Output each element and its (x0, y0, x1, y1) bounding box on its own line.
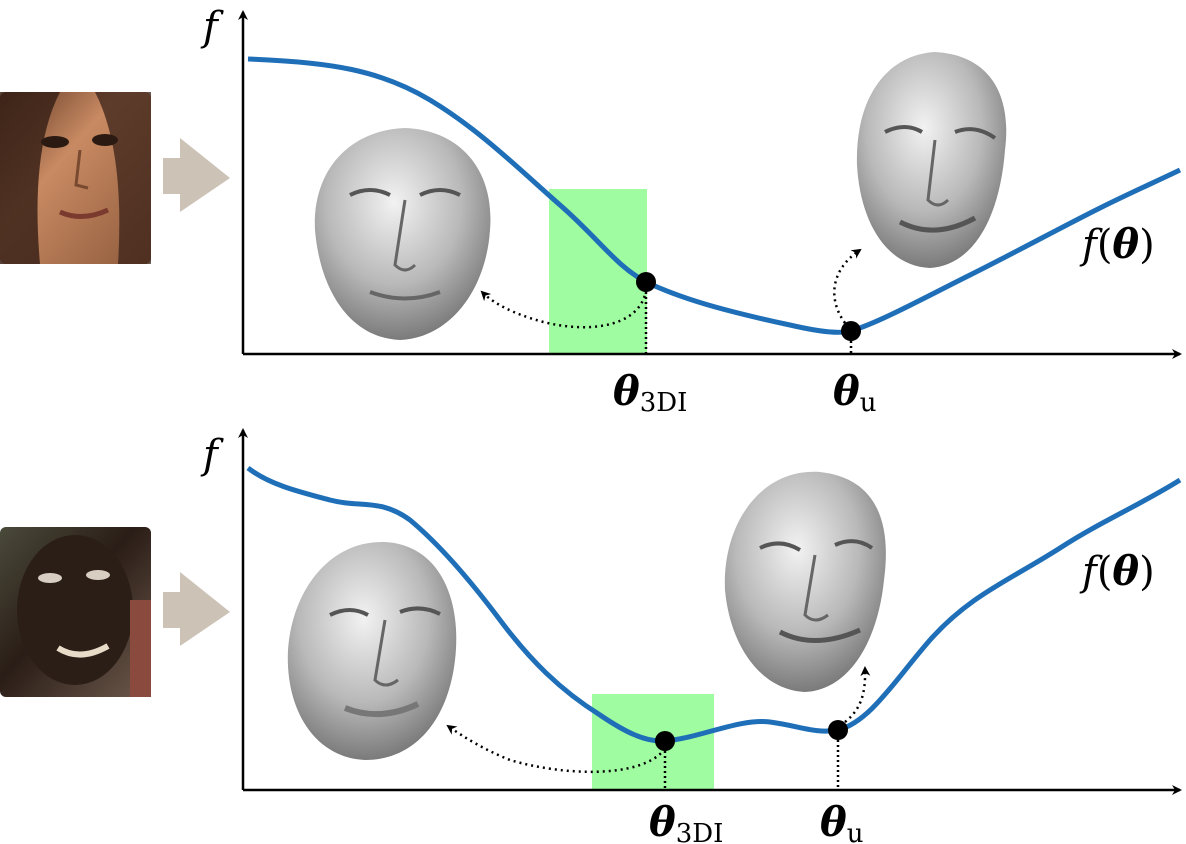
objective-curve (247, 56, 1182, 335)
face-photo-boy (0, 527, 151, 697)
theta-3di-point (655, 731, 675, 751)
3d-face-mesh-bad (724, 471, 886, 692)
y-axis-label: f (200, 4, 224, 50)
theta-u-label: θu (820, 799, 863, 844)
dotted-arrow-to-mesh-right (833, 248, 862, 324)
dotted-arrow-to-mesh-left (446, 724, 666, 773)
theta-3di-label: θ3DI (613, 368, 687, 418)
face-photo-woman (0, 92, 151, 264)
curve-label: f(θ) (1079, 221, 1155, 268)
dotted-arrow-to-mesh-left (480, 289, 648, 329)
theta-u-label: θu (833, 368, 876, 418)
panel-top: f f(θ) θ3DI θu (0, 4, 1182, 418)
curve-label: f(θ) (1079, 548, 1155, 595)
theta-u-point (841, 321, 861, 341)
3d-face-mesh-good (314, 128, 491, 340)
panel-bottom: f f(θ) θ3DI θu (0, 428, 1182, 844)
theta-3di-point (636, 272, 656, 292)
theta-3di-label: θ3DI (649, 799, 723, 844)
right-arrow-icon (163, 138, 230, 212)
3d-face-mesh-good (287, 541, 457, 760)
right-arrow-icon (163, 572, 230, 646)
theta-u-point (828, 720, 848, 740)
3d-face-mesh-bad (856, 52, 1007, 268)
y-axis-label: f (200, 432, 224, 478)
dotted-arrow-to-mesh-right (844, 666, 871, 723)
